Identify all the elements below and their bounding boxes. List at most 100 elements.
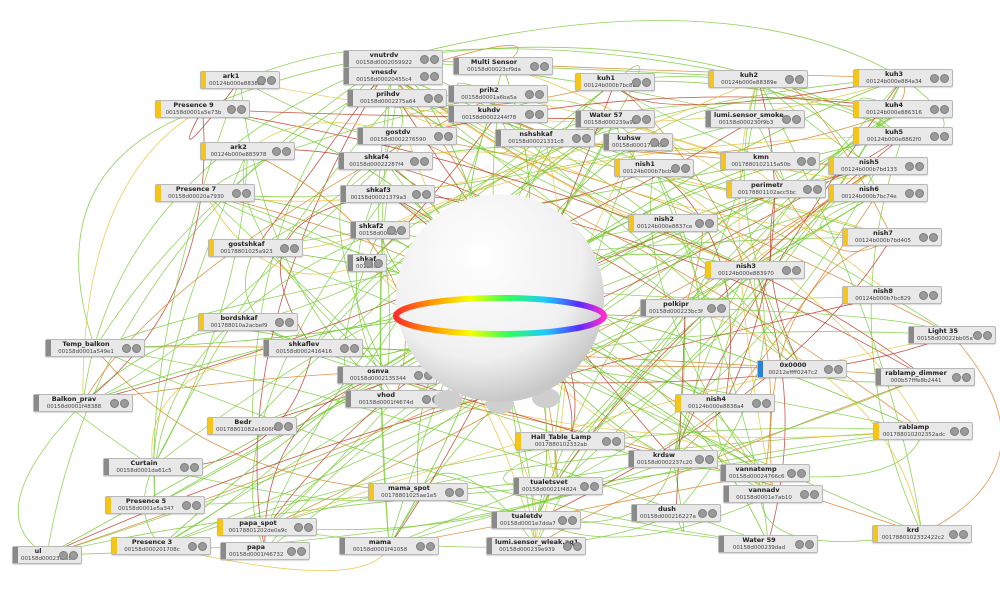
port-in-icon[interactable] (275, 318, 284, 327)
port-in-icon[interactable] (280, 244, 289, 253)
port-out-icon[interactable] (642, 115, 651, 124)
port-in-icon[interactable] (797, 157, 806, 166)
port-in-icon[interactable] (364, 259, 373, 268)
port-out-icon[interactable] (535, 90, 544, 99)
port-out-icon[interactable] (962, 373, 971, 382)
port-in-icon[interactable] (782, 115, 791, 124)
port-out-icon[interactable] (810, 490, 819, 499)
port-in-icon[interactable] (414, 371, 423, 380)
port-out-icon[interactable] (568, 516, 577, 525)
port-out-icon[interactable] (573, 542, 582, 551)
port-out-icon[interactable] (582, 134, 591, 143)
port-out-icon[interactable] (426, 542, 435, 551)
port-out-icon[interactable] (444, 132, 453, 141)
port-in-icon[interactable] (272, 147, 281, 156)
port-out-icon[interactable] (430, 72, 439, 81)
port-out-icon[interactable] (422, 190, 431, 199)
port-in-icon[interactable] (930, 74, 939, 83)
port-in-icon[interactable] (416, 542, 425, 551)
port-in-icon[interactable] (905, 162, 914, 171)
port-in-icon[interactable] (188, 542, 197, 551)
port-out-icon[interactable] (242, 189, 251, 198)
port-out-icon[interactable] (69, 551, 78, 560)
port-in-icon[interactable] (287, 547, 296, 556)
port-out-icon[interactable] (795, 75, 804, 84)
port-in-icon[interactable] (410, 157, 419, 166)
port-in-icon[interactable] (632, 78, 641, 87)
port-out-icon[interactable] (681, 164, 690, 173)
port-out-icon[interactable] (929, 233, 938, 242)
port-in-icon[interactable] (800, 490, 809, 499)
port-in-icon[interactable] (412, 190, 421, 199)
port-out-icon[interactable] (834, 365, 843, 374)
port-in-icon[interactable] (274, 422, 283, 431)
port-out-icon[interactable] (120, 399, 129, 408)
port-out-icon[interactable] (807, 157, 816, 166)
port-in-icon[interactable] (602, 437, 611, 446)
port-in-icon[interactable] (698, 509, 707, 518)
port-in-icon[interactable] (59, 551, 68, 560)
port-out-icon[interactable] (660, 138, 669, 147)
port-out-icon[interactable] (420, 157, 429, 166)
port-out-icon[interactable] (132, 344, 141, 353)
port-out-icon[interactable] (192, 501, 201, 510)
port-out-icon[interactable] (762, 399, 771, 408)
port-out-icon[interactable] (792, 266, 801, 275)
port-in-icon[interactable] (632, 115, 641, 124)
port-in-icon[interactable] (782, 266, 791, 275)
port-in-icon[interactable] (580, 482, 589, 491)
port-in-icon[interactable] (707, 304, 716, 313)
port-in-icon[interactable] (232, 189, 241, 198)
port-out-icon[interactable] (430, 55, 439, 64)
port-out-icon[interactable] (705, 219, 714, 228)
port-in-icon[interactable] (530, 62, 539, 71)
port-in-icon[interactable] (227, 105, 236, 114)
port-in-icon[interactable] (824, 365, 833, 374)
port-in-icon[interactable] (930, 132, 939, 141)
port-out-icon[interactable] (190, 463, 199, 472)
port-out-icon[interactable] (590, 482, 599, 491)
port-out-icon[interactable] (535, 110, 544, 119)
port-out-icon[interactable] (805, 540, 814, 549)
port-in-icon[interactable] (795, 540, 804, 549)
port-in-icon[interactable] (650, 138, 659, 147)
port-in-icon[interactable] (122, 344, 131, 353)
port-in-icon[interactable] (424, 94, 433, 103)
port-out-icon[interactable] (929, 291, 938, 300)
